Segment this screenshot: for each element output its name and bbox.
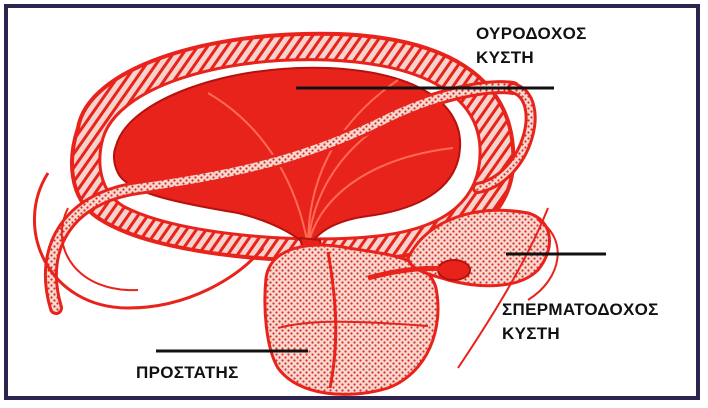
seminal-vesicle-label-line2: ΚΥΣΤΗ — [502, 322, 659, 346]
prostate-label-line1: ΠΡΟΣΤΑΤΗΣ — [136, 361, 239, 385]
prostate-label: ΠΡΟΣΤΑΤΗΣ — [136, 361, 239, 385]
seminal-vesicle-label: ΣΠΕΡΜΑΤΟΔΟΧΟΣ ΚΥΣΤΗ — [502, 298, 659, 346]
seminal-vesicle-label-line1: ΣΠΕΡΜΑΤΟΔΟΧΟΣ — [502, 298, 659, 322]
bladder-label-line2: ΚΥΣΤΗ — [476, 46, 587, 70]
bladder-label-line1: ΟΥΡΟΔΟΧΟΣ — [476, 22, 587, 46]
diagram-frame: ΟΥΡΟΔΟΧΟΣ ΚΥΣΤΗ ΣΠΕΡΜΑΤΟΔΟΧΟΣ ΚΥΣΤΗ ΠΡΟΣ… — [4, 4, 700, 400]
bladder-label: ΟΥΡΟΔΟΧΟΣ ΚΥΣΤΗ — [476, 22, 587, 70]
